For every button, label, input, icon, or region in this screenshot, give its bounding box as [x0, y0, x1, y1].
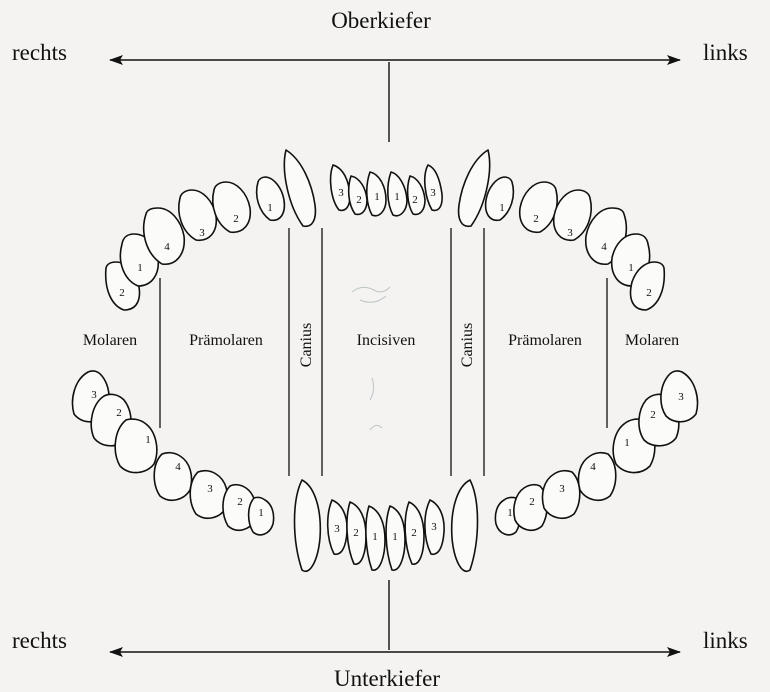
upper-incisors: 3 2 1 1 2 3 — [331, 165, 443, 216]
lower-incisor-number: 2 — [353, 527, 359, 539]
upper-incisor-number: 2 — [356, 194, 362, 206]
lower-right-tooth-number: 3 — [91, 389, 97, 401]
lower-premolar-4-right — [154, 453, 191, 501]
lower-right-tooth-number: 3 — [207, 483, 213, 495]
region-molars-right: Molaren — [83, 332, 137, 349]
upper-canine-left — [459, 150, 490, 226]
upper-right-tooth-number: 4 — [164, 241, 170, 253]
upper-incisor-number: 1 — [374, 191, 380, 203]
upper-incisor-number: 1 — [394, 191, 400, 203]
upper-right-tooth-number: 1 — [137, 262, 143, 274]
lower-left-tooth-number: 3 — [678, 391, 684, 403]
region-incisors: Incisiven — [357, 332, 416, 349]
lower-left-tooth-number: 2 — [650, 409, 656, 421]
region-canine-left: Canius — [459, 323, 476, 367]
region-canine-right: Canius — [298, 323, 315, 367]
upper-left-tooth-number: 2 — [646, 287, 652, 299]
background-smudge — [352, 287, 390, 430]
lower-jaw-title: Unterkiefer — [334, 666, 440, 691]
lower-right-tooth-number: 4 — [175, 461, 181, 473]
lower-right-teeth: 3 2 1 4 3 2 1 — [73, 371, 274, 535]
lower-left-tooth-number: 3 — [559, 483, 565, 495]
lower-right-tooth-number: 1 — [145, 434, 151, 446]
upper-right-teeth: 2 1 4 3 2 1 — [106, 177, 285, 310]
region-premolars-left: Prämolaren — [508, 332, 582, 349]
upper-left-label: links — [703, 40, 748, 65]
upper-premolar-2-right — [213, 182, 250, 232]
upper-left-tooth-number: 1 — [499, 202, 505, 214]
region-molars-left: Molaren — [625, 332, 679, 349]
region-premolars-right: Prämolaren — [189, 332, 263, 349]
lower-incisor-number: 2 — [411, 527, 417, 539]
upper-right-tooth-number: 2 — [233, 213, 239, 225]
upper-incisor-number: 3 — [430, 187, 436, 199]
upper-left-tooth-number: 2 — [533, 213, 539, 225]
lower-canine-left — [452, 480, 478, 571]
lower-right-tooth-number: 2 — [116, 407, 122, 419]
upper-canine-right — [284, 150, 315, 226]
lower-right-tooth-number: 2 — [237, 496, 243, 508]
lower-incisor-number: 3 — [431, 521, 437, 533]
lower-left-tooth-number: 1 — [507, 507, 513, 519]
upper-incisor-number: 2 — [412, 194, 418, 206]
lower-left-tooth-number: 2 — [529, 496, 535, 508]
upper-right-label: rechts — [12, 40, 67, 65]
lower-premolar-4-left — [578, 453, 615, 501]
lower-canine-right — [295, 480, 321, 571]
lower-left-tooth-number: 4 — [590, 461, 596, 473]
lower-left-teeth: 1 2 3 4 1 2 3 — [495, 371, 697, 535]
upper-right-tooth-number: 2 — [119, 287, 125, 299]
upper-incisor-number: 3 — [338, 187, 344, 199]
upper-jaw-title: Oberkiefer — [331, 8, 431, 33]
upper-premolar-3-right — [179, 190, 216, 240]
lower-incisors: 3 2 1 1 2 3 — [328, 500, 444, 570]
lower-left-label: links — [703, 628, 748, 653]
lower-right-label: rechts — [12, 628, 67, 653]
lower-incisor-number: 1 — [372, 531, 378, 543]
lower-left-tooth-number: 1 — [624, 437, 630, 449]
lower-incisor-number: 3 — [334, 523, 340, 535]
upper-left-teeth: 1 2 3 4 1 2 — [486, 177, 665, 310]
lower-incisor-number: 1 — [392, 531, 398, 543]
upper-left-tooth-number: 3 — [567, 227, 573, 239]
upper-left-tooth-number: 4 — [601, 241, 607, 253]
upper-right-tooth-number: 3 — [199, 227, 205, 239]
upper-right-tooth-number: 1 — [267, 202, 273, 214]
lower-right-tooth-number: 1 — [258, 507, 264, 519]
upper-left-tooth-number: 1 — [628, 262, 634, 274]
